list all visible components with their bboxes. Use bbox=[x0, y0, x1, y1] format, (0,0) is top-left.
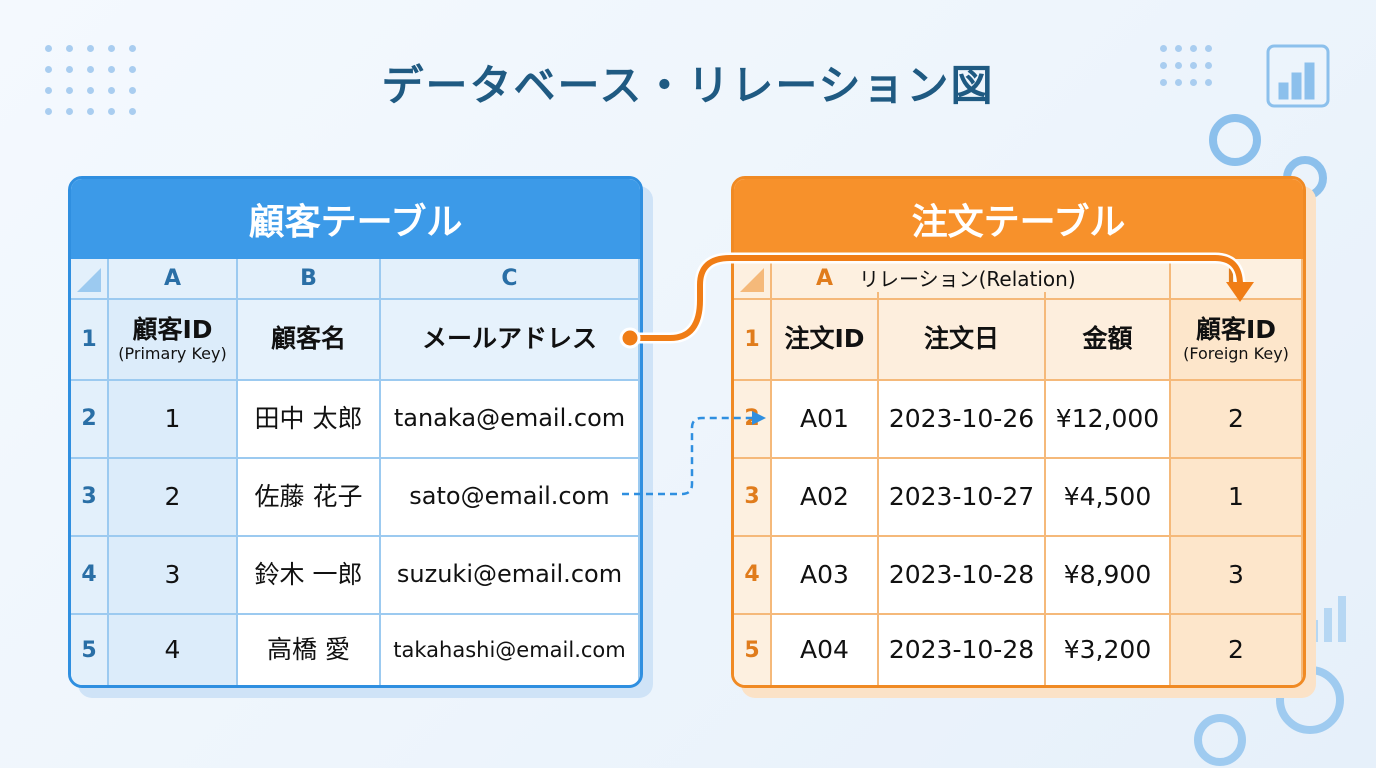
column-header: 顧客ID(Foreign Key) bbox=[1171, 300, 1303, 381]
table-cell: 佐藤 花子 bbox=[238, 459, 381, 537]
column-header-label: メールアドレス bbox=[421, 324, 597, 354]
decorative-dots bbox=[45, 45, 136, 115]
row-number: 4 bbox=[71, 537, 109, 615]
table-cell: A04 bbox=[772, 615, 879, 685]
table-cell: 2023-10-28 bbox=[879, 537, 1046, 615]
table-cell: 2 bbox=[1171, 381, 1303, 459]
table-cell: ¥12,000 bbox=[1046, 381, 1171, 459]
table-cell: 3 bbox=[1171, 537, 1303, 615]
column-header-label: 金額 bbox=[1082, 324, 1133, 354]
table-cell: 2 bbox=[1171, 615, 1303, 685]
corner-cell bbox=[734, 259, 772, 300]
table-cell: 田中 太郎 bbox=[238, 381, 381, 459]
column-header: メールアドレス bbox=[381, 300, 640, 381]
column-letter: D bbox=[1171, 259, 1303, 300]
table-cell: 2023-10-27 bbox=[879, 459, 1046, 537]
table-cell: A03 bbox=[772, 537, 879, 615]
column-header-label: 注文日 bbox=[923, 324, 999, 354]
corner-cell bbox=[71, 259, 109, 300]
table-cell: A02 bbox=[772, 459, 879, 537]
column-header-label: 顧客名 bbox=[270, 324, 346, 354]
table-cell: sato@email.com bbox=[381, 459, 640, 537]
row-number: 5 bbox=[734, 615, 772, 685]
table-cell: 4 bbox=[109, 615, 238, 685]
relation-label: リレーション(Relation) bbox=[855, 263, 1080, 292]
row-number: 4 bbox=[734, 537, 772, 615]
table-cell: ¥8,900 bbox=[1046, 537, 1171, 615]
column-header: 注文ID bbox=[772, 300, 879, 381]
column-header: 金額 bbox=[1046, 300, 1171, 381]
column-header: 注文日 bbox=[879, 300, 1046, 381]
column-header-label: 注文ID bbox=[784, 324, 865, 354]
table-cell: A01 bbox=[772, 381, 879, 459]
chart-icon bbox=[1266, 44, 1330, 108]
table-cell: 2023-10-26 bbox=[879, 381, 1046, 459]
row-number: 5 bbox=[71, 615, 109, 685]
column-letter: B bbox=[238, 259, 381, 300]
table-cell: ¥4,500 bbox=[1046, 459, 1171, 537]
column-header-label: 顧客ID bbox=[1195, 314, 1277, 344]
table-cell: 高橋 愛 bbox=[238, 615, 381, 685]
decorative-dots bbox=[1160, 45, 1212, 86]
bar-decor bbox=[1310, 596, 1346, 642]
customers-table-title: 顧客テーブル bbox=[71, 179, 640, 259]
table-cell: suzuki@email.com bbox=[381, 537, 640, 615]
column-header: 顧客名 bbox=[238, 300, 381, 381]
table-cell: tanaka@email.com bbox=[381, 381, 640, 459]
table-cell: 2023-10-28 bbox=[879, 615, 1046, 685]
row-number: 1 bbox=[734, 300, 772, 381]
table-cell: 3 bbox=[109, 537, 238, 615]
row-number: 1 bbox=[71, 300, 109, 381]
row-number: 3 bbox=[734, 459, 772, 537]
orders-table-title: 注文テーブル bbox=[734, 179, 1303, 259]
key-type-label: (Primary Key) bbox=[118, 343, 227, 363]
page-title: データベース・リレーション図 bbox=[381, 61, 995, 110]
table-cell: 1 bbox=[109, 381, 238, 459]
column-letter: C bbox=[381, 259, 640, 300]
table-cell: 鈴木 一郎 bbox=[238, 537, 381, 615]
column-letter: A bbox=[109, 259, 238, 300]
table-cell: ¥3,200 bbox=[1046, 615, 1171, 685]
key-type-label: (Foreign Key) bbox=[1183, 343, 1289, 363]
row-number: 2 bbox=[71, 381, 109, 459]
table-cell: takahashi@email.com bbox=[381, 615, 640, 685]
table-cell: 1 bbox=[1171, 459, 1303, 537]
column-header: 顧客ID(Primary Key) bbox=[109, 300, 238, 381]
row-number: 2 bbox=[734, 381, 772, 459]
row-number: 3 bbox=[71, 459, 109, 537]
column-header-label: 顧客ID bbox=[132, 314, 213, 344]
table-cell: 2 bbox=[109, 459, 238, 537]
